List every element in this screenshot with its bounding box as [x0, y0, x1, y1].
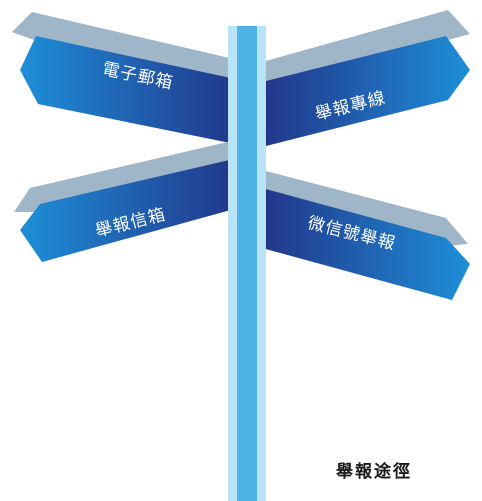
pole-right-stripe — [257, 26, 266, 501]
sign-hotline: 舉報專線 — [262, 10, 470, 147]
sign-mailbox: 舉報信箱 — [14, 140, 238, 262]
pole-left-stripe — [228, 26, 237, 501]
sign-wechat-board — [262, 188, 470, 300]
sign-mailbox-shadow — [14, 140, 236, 212]
sign-hotline-shadow — [262, 10, 470, 84]
sign-email: 電子郵箱 — [12, 12, 240, 145]
sign-email-shadow — [12, 12, 238, 82]
pole-center — [237, 26, 257, 501]
sign-wechat: 微信號舉報 — [262, 170, 470, 300]
signpost-pole — [228, 26, 266, 501]
sign-email-board — [20, 36, 240, 145]
sign-mailbox-board — [20, 158, 238, 262]
sign-hotline-board — [262, 36, 470, 147]
caption-report-channels: 舉報途徑 — [336, 462, 412, 482]
sign-wechat-shadow — [262, 170, 468, 246]
